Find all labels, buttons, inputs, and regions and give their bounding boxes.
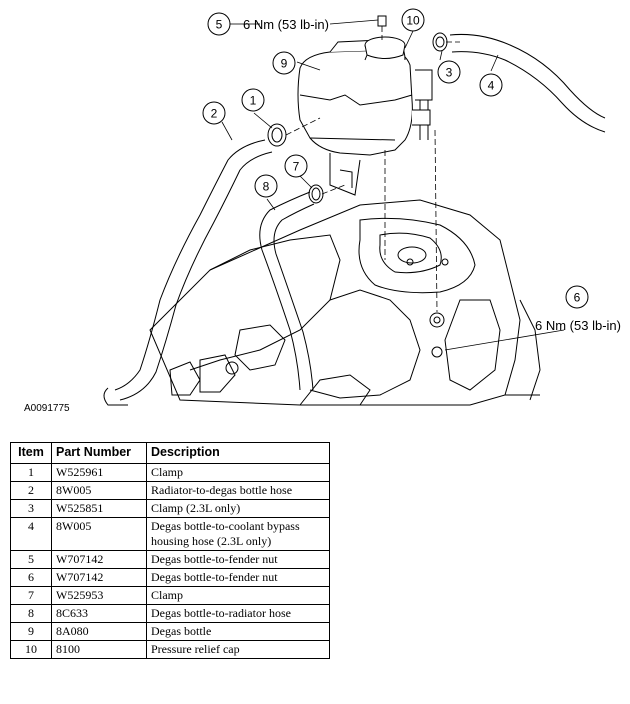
parts-table: Item Part Number Description 1 W525961 C…	[10, 442, 330, 659]
callout-4: 4	[479, 73, 503, 97]
table-row: 7 W525953 Clamp	[10, 586, 330, 605]
torque-label-item6: 6 Nm (53 lb-in)	[535, 318, 621, 333]
cell-description: Pressure relief cap	[146, 640, 330, 659]
table-header-row: Item Part Number Description	[10, 442, 330, 464]
cell-part-number: W707142	[51, 550, 147, 569]
cell-item: 10	[10, 640, 52, 659]
figure-id: A0091775	[24, 403, 70, 414]
hose-degas-to-radiator	[259, 191, 315, 391]
cell-description: Degas bottle-to-fender nut	[146, 568, 330, 587]
svg-text:3: 3	[446, 66, 453, 80]
svg-text:6: 6	[574, 291, 581, 305]
cell-description: Clamp (2.3L only)	[146, 499, 330, 518]
cell-description: Degas bottle	[146, 622, 330, 641]
header-description: Description	[146, 442, 330, 464]
table-row: 2 8W005 Radiator-to-degas bottle hose	[10, 481, 330, 500]
cell-item: 2	[10, 481, 52, 500]
table-row: 9 8A080 Degas bottle	[10, 622, 330, 641]
table-row: 1 W525961 Clamp	[10, 463, 330, 482]
cell-part-number: W525953	[51, 586, 147, 605]
cell-part-number: 8100	[51, 640, 147, 659]
table-row: 10 8100 Pressure relief cap	[10, 640, 330, 659]
cell-item: 4	[10, 517, 52, 551]
cell-item: 3	[10, 499, 52, 518]
cell-part-number: 8W005	[51, 481, 147, 500]
cell-item: 6	[10, 568, 52, 587]
callout-9: 9	[272, 51, 296, 75]
svg-text:7: 7	[293, 160, 300, 174]
table-row: 6 W707142 Degas bottle-to-fender nut	[10, 568, 330, 587]
callout-7: 7	[284, 154, 308, 178]
table-row: 5 W707142 Degas bottle-to-fender nut	[10, 550, 330, 569]
svg-text:2: 2	[211, 107, 218, 121]
cell-description: Clamp	[146, 586, 330, 605]
cell-item: 7	[10, 586, 52, 605]
cell-description: Degas bottle-to-coolant bypass housing h…	[146, 517, 330, 551]
svg-text:4: 4	[488, 79, 495, 93]
cell-description: Degas bottle-to-radiator hose	[146, 604, 330, 623]
cell-part-number: 8A080	[51, 622, 147, 641]
cell-item: 5	[10, 550, 52, 569]
cell-part-number: 8W005	[51, 517, 147, 551]
nut-5	[377, 15, 387, 27]
table-row: 8 8C633 Degas bottle-to-radiator hose	[10, 604, 330, 623]
cell-part-number: W525961	[51, 463, 147, 482]
cell-part-number: W707142	[51, 568, 147, 587]
svg-text:5: 5	[216, 18, 223, 32]
table-row: 4 8W005 Degas bottle-to-coolant bypass h…	[10, 517, 330, 551]
svg-text:1: 1	[250, 94, 257, 108]
torque-label-item5: 6 Nm (53 lb-in)	[243, 17, 329, 32]
header-item: Item	[10, 442, 52, 464]
svg-text:10: 10	[406, 14, 420, 28]
degas-bottle	[297, 37, 433, 196]
table-row: 3 W525851 Clamp (2.3L only)	[10, 499, 330, 518]
cell-description: Radiator-to-degas bottle hose	[146, 481, 330, 500]
svg-text:8: 8	[263, 180, 270, 194]
cell-part-number: 8C633	[51, 604, 147, 623]
hose-bypass-housing	[449, 34, 606, 133]
callout-2: 2	[202, 101, 226, 125]
header-part-number: Part Number	[51, 442, 147, 464]
callout-leaders	[221, 19, 565, 351]
fender-structure	[149, 199, 541, 406]
cell-item: 8	[10, 604, 52, 623]
svg-text:9: 9	[281, 57, 288, 71]
callout-5: 5	[207, 12, 231, 36]
assembly-lines	[285, 26, 460, 313]
hose-radiator-to-degas	[103, 139, 273, 406]
cell-description: Clamp	[146, 463, 330, 482]
clamp-3	[432, 32, 448, 52]
callout-3: 3	[437, 60, 461, 84]
cell-item: 1	[10, 463, 52, 482]
exploded-view-diagram: 5 10 9 3 4 1 2 7 8 6 6 Nm (53 lb-in) 6 N…	[103, 8, 621, 406]
cell-description: Degas bottle-to-fender nut	[146, 550, 330, 569]
clamp-7	[308, 184, 324, 204]
cell-part-number: W525851	[51, 499, 147, 518]
cell-item: 9	[10, 622, 52, 641]
callout-1: 1	[241, 88, 265, 112]
callout-10: 10	[401, 8, 425, 32]
pressure-relief-cap	[364, 36, 406, 59]
callout-6: 6	[565, 285, 589, 309]
callout-8: 8	[254, 174, 278, 198]
